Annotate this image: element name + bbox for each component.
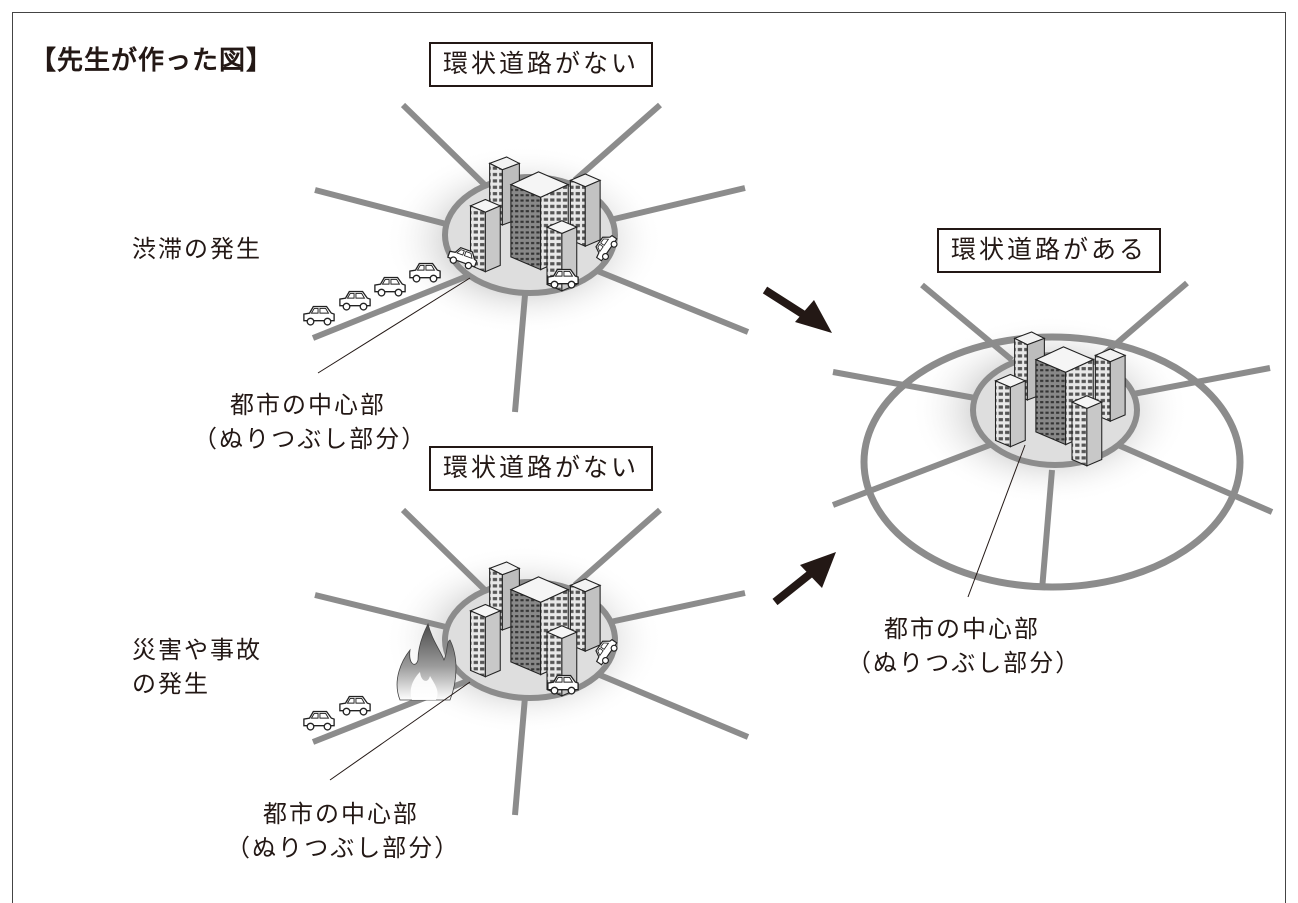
label-city-center-right-line1: 都市の中心部 [884,615,1040,643]
city-bottom [303,507,750,816]
figure-heading: 【先生が作った図】 [30,46,274,76]
tag-with-ring-road: 環状道路がある [937,228,1162,273]
label-disaster: 災害や事故 の発生 [132,633,262,701]
leader-line-right [967,444,1026,598]
tag-no-ring-road-top: 環状道路がない [429,42,654,87]
figure-frame [12,12,1286,903]
label-city-center-right-line2: （ぬりつぶし部分） [847,649,1082,677]
arrow-up-right [772,552,836,606]
ring-road [860,333,1244,591]
label-congestion: 渋滞の発生 [132,235,262,263]
label-disaster-line1: 災害や事故 [132,636,262,664]
leader-line-bottom [329,681,471,781]
leader-line-top [317,277,471,374]
label-city-center-top: 都市の中心部 （ぬりつぶし部分） [193,388,428,456]
label-city-center-bottom-line1: 都市の中心部 [263,800,419,828]
label-city-center-bottom: 都市の中心部 （ぬりつぶし部分） [226,797,461,865]
label-city-center-top-line1: 都市の中心部 [230,391,386,419]
label-city-center-bottom-line2: （ぬりつぶし部分） [226,834,461,862]
label-city-center-right: 都市の中心部 （ぬりつぶし部分） [847,612,1082,680]
tag-no-ring-road-bottom: 環状道路がない [429,446,654,491]
city-top [303,102,750,413]
fire-icon [396,622,457,701]
city-right [831,280,1274,598]
label-city-center-top-line2: （ぬりつぶし部分） [193,425,428,453]
arrow-down-right [762,286,832,333]
radial-roads-bottom [311,507,750,816]
radial-roads-top [311,102,750,413]
label-disaster-line2: の発生 [132,670,210,698]
